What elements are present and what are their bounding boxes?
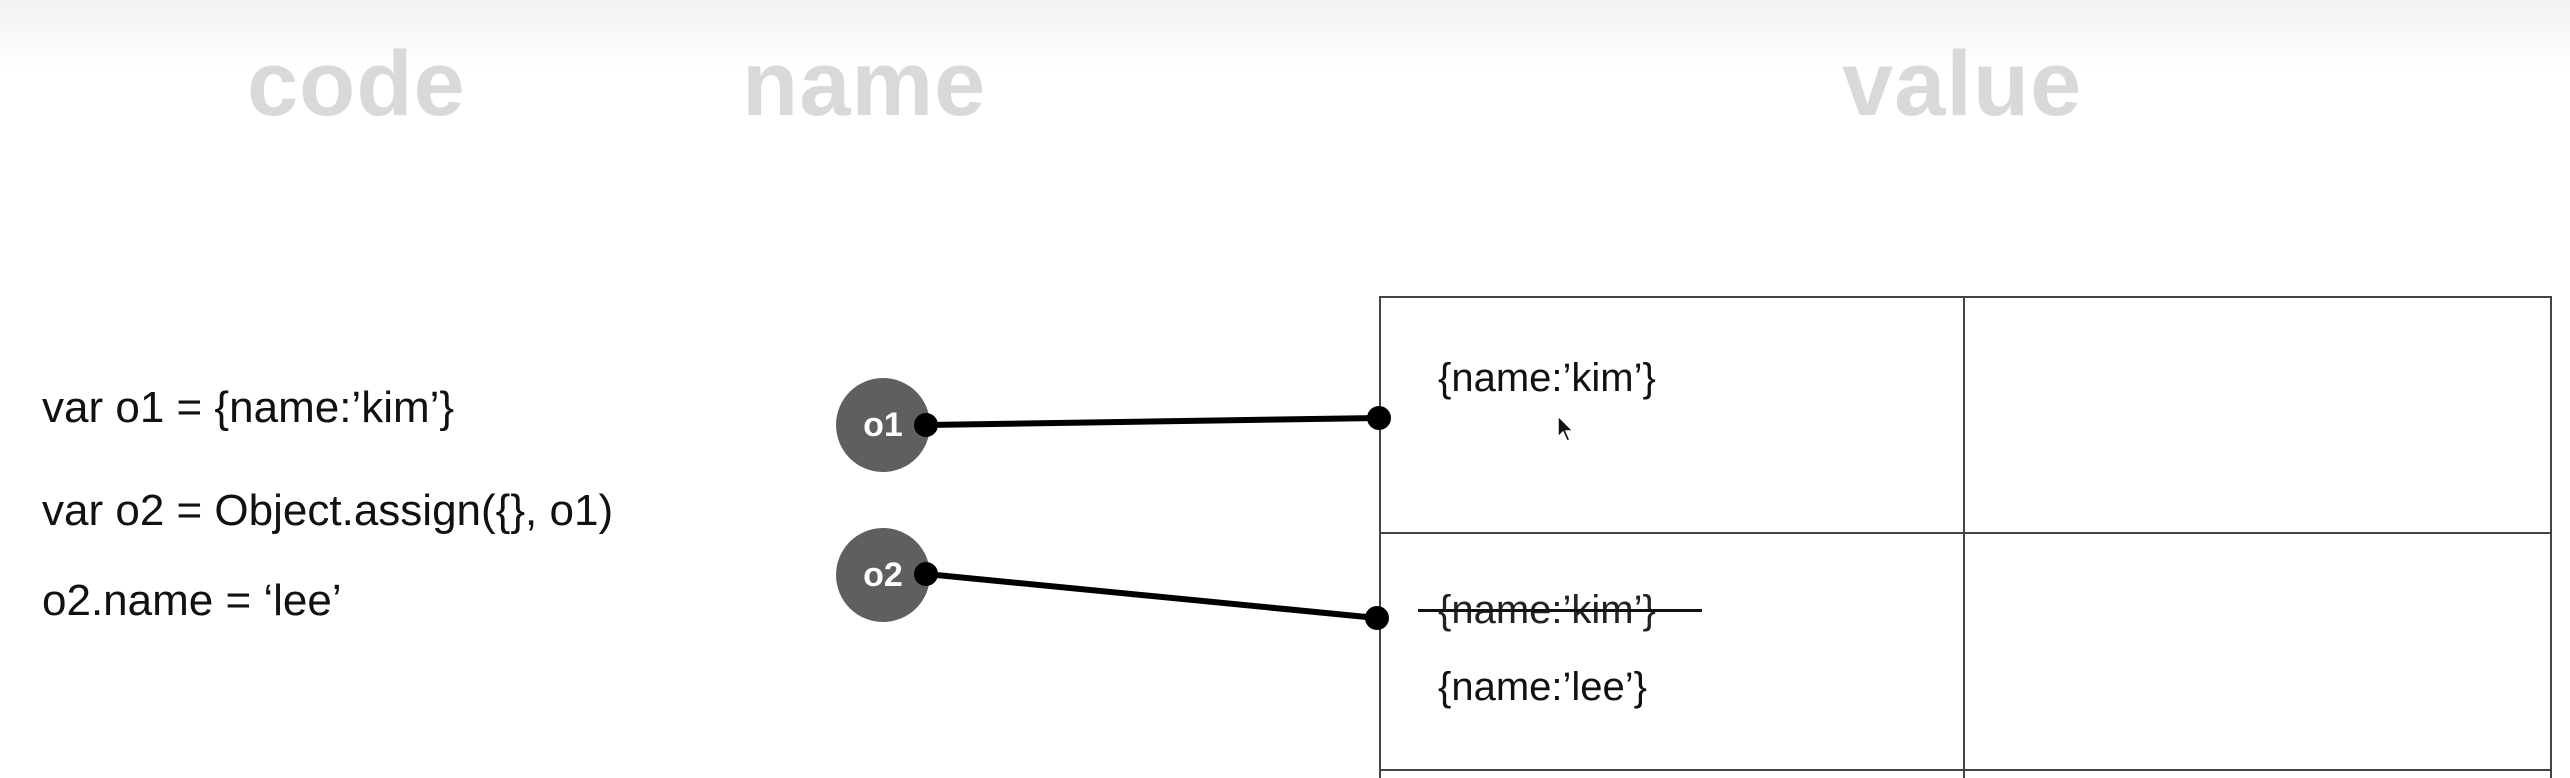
code-line-3: o2.name = ‘lee’ [42, 576, 342, 625]
top-shade [0, 0, 2570, 70]
column-header-value: value [1842, 33, 2083, 135]
link-o2-to-lee [923, 571, 1380, 621]
table-row-divider-bottom [1379, 769, 2552, 771]
dot-o2-end-icon [1365, 606, 1389, 630]
variable-o1-circle: o1 [836, 378, 930, 472]
table-border-top [1379, 296, 2552, 298]
variable-o1-label: o1 [863, 405, 903, 444]
memory-value-lee: {name:’lee’} [1438, 665, 1648, 709]
variable-o2-label: o2 [863, 555, 903, 594]
memory-value-kim: {name:’kim’} [1438, 356, 1656, 400]
column-header-name: name [742, 33, 987, 135]
column-header-code: code [247, 33, 466, 135]
strikethrough-line [1418, 609, 1702, 612]
table-row-divider [1379, 532, 2552, 534]
variable-o2-circle: o2 [836, 528, 930, 622]
mouse-pointer-icon [1557, 415, 1575, 442]
table-border-left [1379, 296, 1381, 778]
code-line-1: var o1 = {name:’kim’} [42, 383, 455, 432]
table-column-divider [1963, 296, 1965, 778]
code-line-2: var o2 = Object.assign({}, o1) [42, 486, 614, 535]
link-o1-to-kim [923, 415, 1382, 428]
table-border-right [2550, 296, 2552, 778]
